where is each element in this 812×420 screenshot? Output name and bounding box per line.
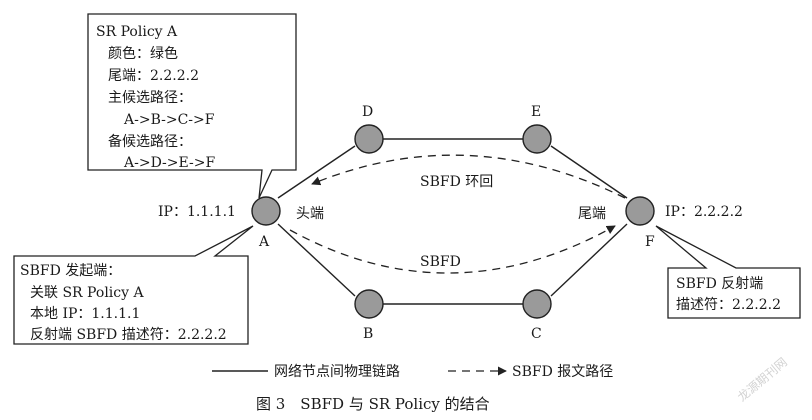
node-label-b: B bbox=[363, 326, 373, 342]
sbfd-loop-label: SBFD 环回 bbox=[420, 174, 493, 190]
callout-reflector-box bbox=[655, 225, 801, 319]
node-label-e: E bbox=[531, 104, 541, 120]
node-f-ip: IP：2.2.2.2 bbox=[665, 204, 743, 220]
link-a-b bbox=[277, 223, 356, 297]
callout-policy-line: A->D->E->F bbox=[123, 155, 215, 171]
node-label-c: C bbox=[531, 326, 542, 342]
tail-end-label: 尾端 bbox=[578, 206, 606, 222]
callout-policy-line: 尾端：2.2.2.2 bbox=[108, 68, 199, 84]
callout-policy-box bbox=[87, 13, 297, 199]
node-label-f: F bbox=[645, 234, 655, 250]
node-b bbox=[354, 289, 384, 319]
callout-initiator-line: 关联 SR Policy A bbox=[30, 285, 144, 301]
node-label-d: D bbox=[362, 104, 373, 120]
sbfd-forward-label: SBFD bbox=[420, 254, 461, 270]
callout-initiator-title: SBFD 发起端： bbox=[20, 263, 121, 279]
nodes bbox=[251, 124, 655, 319]
node-c bbox=[522, 289, 552, 319]
callout-initiator: SBFD 发起端： 关联 SR Policy A 本地 IP：1.1.1.1 反… bbox=[13, 225, 254, 345]
callout-policy-line: 备候选路径： bbox=[108, 133, 192, 150]
node-e bbox=[522, 124, 552, 154]
link-a-d bbox=[277, 145, 356, 199]
node-f bbox=[625, 196, 655, 226]
sbfd-forward-path bbox=[289, 225, 616, 274]
callout-policy-line: A->B->C->F bbox=[123, 112, 215, 128]
callout-reflector-line: SBFD 反射端 bbox=[676, 276, 763, 292]
legend-sbfd-label: SBFD 报文路径 bbox=[512, 364, 613, 380]
head-end-label: 头端 bbox=[296, 206, 324, 222]
callout-policy: SR Policy A 颜色：绿色 尾端：2.2.2.2 主候选路径： A->B… bbox=[87, 13, 297, 199]
link-c-f bbox=[550, 223, 628, 297]
callout-initiator-line: 反射端 SBFD 描述符：2.2.2.2 bbox=[30, 327, 227, 343]
physical-links bbox=[277, 138, 628, 305]
sbfd-loop-path bbox=[311, 154, 626, 199]
node-d bbox=[354, 124, 384, 154]
callout-policy-line: 颜色：绿色 bbox=[108, 45, 178, 62]
link-e-f bbox=[550, 145, 628, 199]
node-a bbox=[251, 196, 281, 226]
node-label-a: A bbox=[258, 234, 270, 250]
callout-policy-title: SR Policy A bbox=[96, 24, 178, 40]
callout-reflector: SBFD 反射端 描述符：2.2.2.2 bbox=[655, 225, 801, 319]
callout-reflector-line: 描述符：2.2.2.2 bbox=[676, 297, 781, 313]
callout-initiator-line: 本地 IP：1.1.1.1 bbox=[30, 306, 140, 322]
legend: 网络节点间物理链路 SBFD 报文路径 bbox=[212, 364, 613, 380]
callout-initiator-box bbox=[13, 225, 254, 345]
watermark-text: 龙源期刊网 bbox=[735, 355, 790, 404]
figure-caption: 图 3 SBFD 与 SR Policy 的结合 bbox=[256, 395, 490, 413]
legend-physical-label: 网络节点间物理链路 bbox=[274, 364, 400, 380]
node-a-ip: IP：1.1.1.1 bbox=[158, 204, 236, 220]
callout-policy-line: 主候选路径： bbox=[108, 90, 192, 106]
